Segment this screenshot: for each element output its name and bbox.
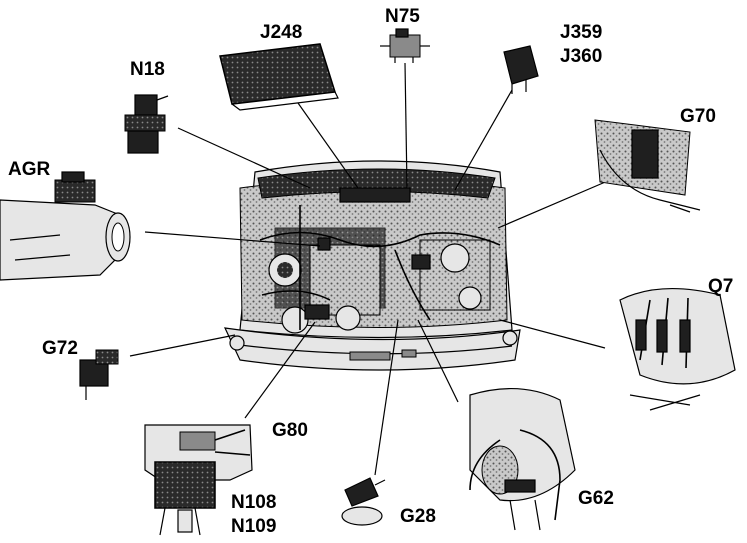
j248-control-unit [219,43,339,111]
label-j359: J359 [560,22,602,43]
label-agr: AGR [8,159,51,180]
label-j360: J360 [560,46,602,67]
engine-bay [223,160,521,371]
label-g72: G72 [42,338,78,359]
label-q7: Q7 [708,276,733,297]
g70-air-mass-meter [594,119,701,213]
q7-glow-plugs [619,287,736,411]
label-g62: G62 [578,488,614,509]
leader-lines [129,62,611,476]
label-g28: G28 [400,506,436,527]
label-j248: J248 [260,22,302,43]
component-labels: J248 N75 J359 J360 N18 G70 AGR Q7 G72 G8… [8,6,733,537]
label-n109: N109 [231,516,276,537]
n18-valve [124,94,169,154]
g72-sensor [79,349,119,400]
j359-j360-relay [503,45,539,94]
agr-valve [0,171,131,281]
label-g80: G80 [272,420,308,441]
label-n108: N108 [231,492,276,513]
label-n18: N18 [130,59,165,80]
g62-sensor [469,388,576,531]
n108-n109-assembly [144,424,253,536]
label-g70: G70 [680,106,716,127]
label-n75: N75 [385,6,420,27]
g28-sensor [341,477,386,526]
n75-valve [380,28,430,63]
